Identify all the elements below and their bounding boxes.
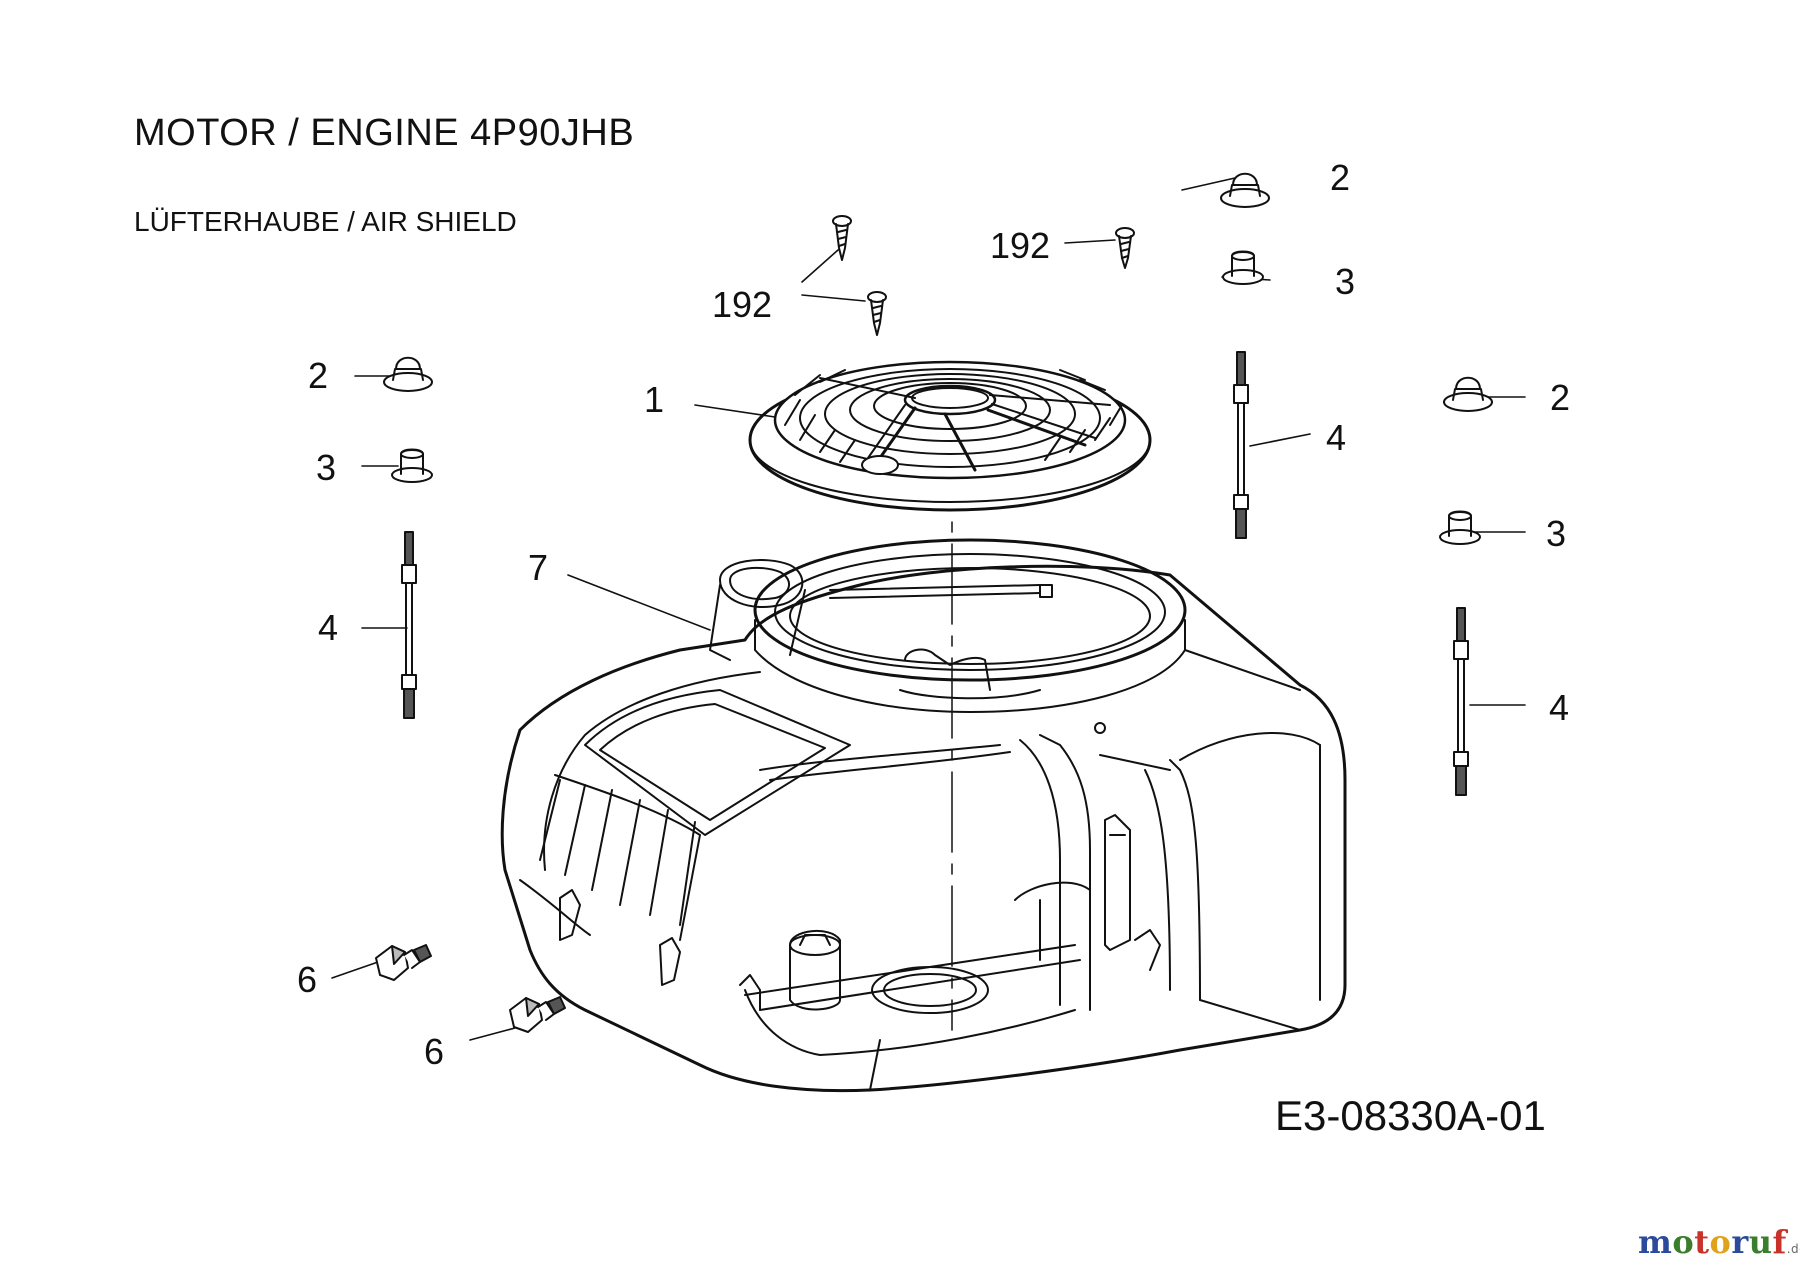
spacer-3-top (1222, 250, 1264, 285)
callout-4-left: 4 (318, 607, 338, 648)
callout-4-right: 4 (1549, 687, 1569, 728)
callout-2-left: 2 (308, 355, 328, 396)
brand-letter: o (1672, 1223, 1695, 1261)
callout-7: 7 (528, 547, 548, 588)
screw-192-a (832, 215, 852, 261)
stud-4-center (1233, 351, 1249, 539)
stud-4-right (1453, 607, 1469, 796)
callout-3-top: 3 (1335, 261, 1355, 302)
bolt-6-a (375, 944, 432, 981)
screw-192-c (1115, 227, 1135, 269)
page-title: MOTOR / ENGINE 4P90JHB (134, 112, 635, 154)
callout-3-right: 3 (1546, 513, 1566, 554)
drawing-code: E3-08330A-01 (1275, 1092, 1546, 1139)
callout-192-b: 192 (990, 225, 1050, 266)
spacer-3-left (391, 448, 433, 483)
callout-192-a: 192 (712, 284, 772, 325)
cap-nut-2-left (383, 356, 433, 392)
callout-6-a: 6 (297, 959, 317, 1000)
fan-grille (748, 360, 1152, 512)
callout-4-center: 4 (1326, 417, 1346, 458)
cap-nut-2-top (1220, 172, 1270, 208)
callout-3-left: 3 (316, 447, 336, 488)
callout-6-b: 6 (424, 1031, 444, 1072)
spacer-3-right (1439, 510, 1481, 545)
brand-letter: o (1709, 1223, 1732, 1261)
bolt-6-b (509, 996, 566, 1033)
air-shield-housing (500, 538, 1347, 1093)
cap-nut-2-right (1443, 376, 1493, 412)
brand-letter: f (1772, 1223, 1787, 1261)
brand-letter: t (1694, 1223, 1710, 1261)
callout-2-top: 2 (1330, 157, 1350, 198)
page-subtitle: LÜFTERHAUBE / AIR SHIELD (134, 206, 517, 237)
brand-letter: m (1638, 1223, 1673, 1261)
callout-2-right: 2 (1550, 377, 1570, 418)
brand-suffix: .de (1786, 1242, 1800, 1256)
brand-logo: motoruf.de (1638, 1223, 1800, 1261)
screw-192-b (867, 291, 887, 336)
brand-letter: r (1731, 1223, 1749, 1261)
brand-letter: u (1748, 1223, 1773, 1261)
stud-4-left (401, 531, 417, 719)
callout-1: 1 (644, 379, 664, 420)
